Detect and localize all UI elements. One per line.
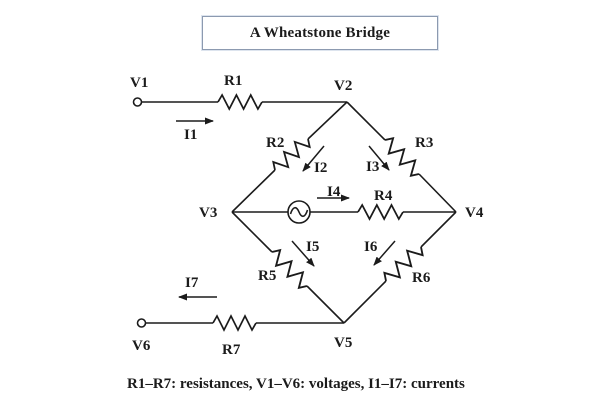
wire-r6-v5 xyxy=(343,280,387,324)
resistor-r4-zigzag xyxy=(357,203,404,221)
label-r3: R3 xyxy=(415,135,433,151)
label-v1: V1 xyxy=(130,75,148,91)
ac-sine-glyph xyxy=(289,206,309,218)
current-arrow-i2 xyxy=(302,145,325,172)
wire-v3-r5 xyxy=(231,211,273,253)
diagram-title-box: A Wheatstone Bridge xyxy=(202,16,438,50)
label-r7: R7 xyxy=(222,342,241,358)
label-i1: I1 xyxy=(184,127,197,143)
label-v5: V5 xyxy=(334,335,352,351)
wire-v2-r3 xyxy=(346,101,386,141)
label-r6: R6 xyxy=(412,270,431,286)
label-i6: I6 xyxy=(364,239,378,255)
wire-r3-v4 xyxy=(418,173,457,213)
label-v2: V2 xyxy=(334,78,352,94)
label-i2: I2 xyxy=(314,160,327,176)
resistor-r3-zigzag xyxy=(384,136,420,178)
label-i7: I7 xyxy=(185,275,199,291)
diagram-title: A Wheatstone Bridge xyxy=(249,24,391,41)
resistor-r5-zigzag xyxy=(271,248,308,290)
label-v6: V6 xyxy=(132,338,151,354)
label-i4: I4 xyxy=(327,184,341,200)
terminal-v6 xyxy=(136,318,147,328)
wire-v2-r2 xyxy=(307,101,348,140)
label-i5: I5 xyxy=(306,239,319,255)
terminal-v1 xyxy=(132,97,143,107)
resistor-r2-zigzag xyxy=(272,138,311,171)
label-r1: R1 xyxy=(224,73,242,89)
label-r2: R2 xyxy=(266,135,284,151)
label-r4: R4 xyxy=(374,188,393,204)
label-i3: I3 xyxy=(366,159,379,175)
resistor-r6-zigzag xyxy=(383,246,424,282)
current-arrow-i6 xyxy=(373,240,396,266)
wire-r5-v5 xyxy=(306,285,345,324)
current-arrow-i5 xyxy=(291,240,315,267)
resistor-r7-zigzag xyxy=(212,314,257,332)
label-v4: V4 xyxy=(465,205,484,221)
label-v3: V3 xyxy=(199,205,217,221)
wire-r2-v3 xyxy=(231,169,276,213)
wire-v4-r6 xyxy=(420,211,457,248)
resistor-r1-zigzag xyxy=(217,93,263,111)
label-r5: R5 xyxy=(258,268,276,284)
diagram-caption: R1–R7: resistances, V1–V6: voltages, I1–… xyxy=(127,376,465,392)
current-arrow-i3 xyxy=(368,145,390,171)
